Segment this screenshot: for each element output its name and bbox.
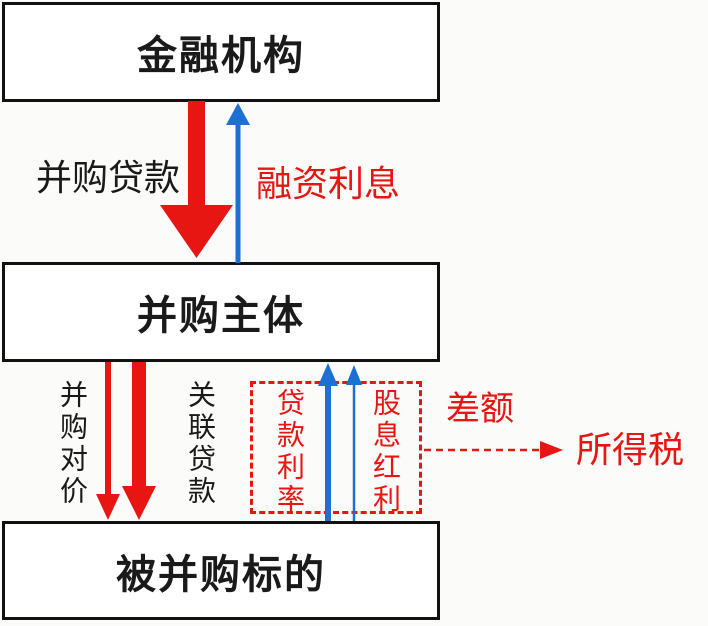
- ma-loan-label: 并购贷款: [36, 157, 181, 198]
- difference-label: 差额: [446, 390, 514, 428]
- ma-entity-box: 并购主体: [2, 262, 440, 362]
- dividend-arrow-up-icon: [346, 365, 362, 521]
- dividend-label: 股息红利: [370, 388, 401, 516]
- ma-consideration-label: 并购对价: [57, 380, 88, 508]
- financial-institution-box: 金融机构: [2, 2, 440, 102]
- acquired-target-box: 被并购标的: [2, 521, 440, 620]
- difference-dashed-arrow-right-icon: [424, 441, 563, 459]
- financing-interest-label: 融资利息: [256, 163, 401, 204]
- loan-interest-rate-label: 贷款利率: [274, 388, 305, 516]
- related-loan-label: 关联贷款: [185, 380, 216, 508]
- ma-loan-arrow-down-icon: [160, 101, 233, 258]
- financing-interest-arrow-up-icon: [226, 103, 250, 263]
- ma-entity-label: 并购主体: [137, 294, 305, 338]
- acquired-target-label: 被并购标的: [116, 552, 326, 597]
- loan-interest-rate-arrow-up-icon: [318, 363, 338, 521]
- ma-consideration-arrow-down-icon: [96, 362, 120, 520]
- financial-institution-label: 金融机构: [137, 34, 305, 78]
- income-tax-label: 所得税: [576, 429, 685, 470]
- related-loan-arrow-down-icon: [122, 362, 156, 520]
